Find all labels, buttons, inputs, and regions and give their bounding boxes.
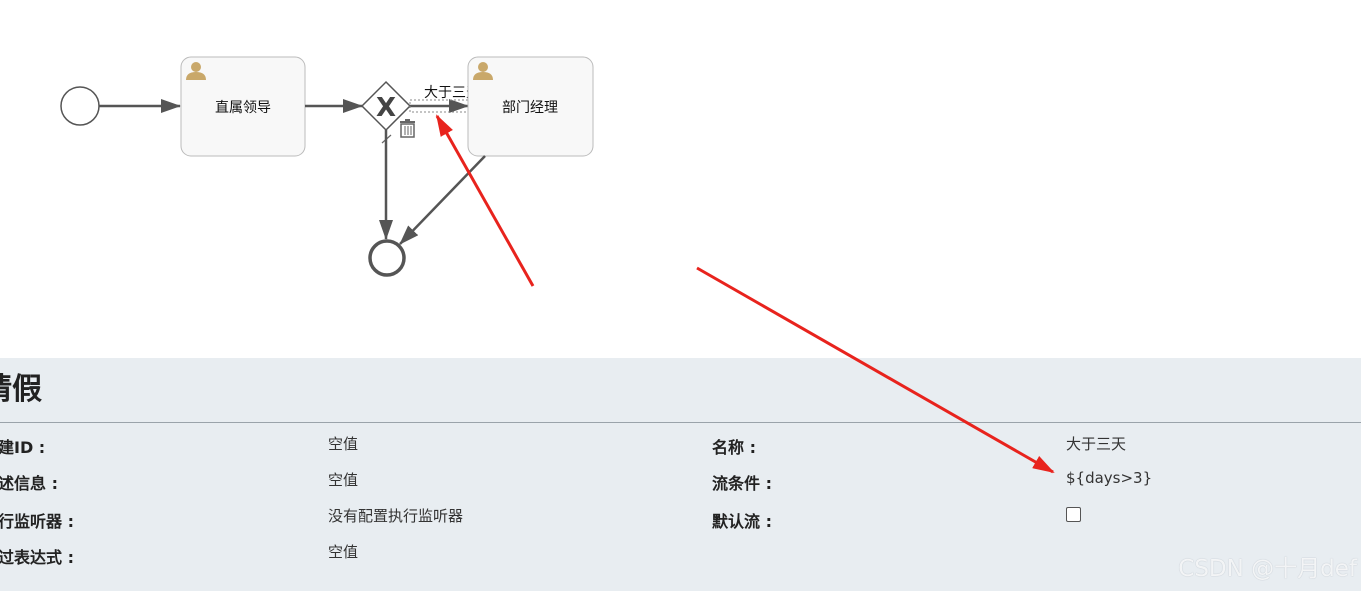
default-flow-label: 默认流 :: [712, 512, 772, 531]
watermark: CSDN @十月def: [1178, 556, 1357, 582]
condition-label: 流条件 :: [712, 474, 772, 493]
condition-value[interactable]: ${days>3}: [1066, 469, 1153, 487]
bpmn-diagram: 直属领导 X 大于三天: [60, 56, 594, 277]
user-icon: [473, 62, 493, 80]
name-label: 名称 :: [712, 438, 756, 457]
end-event[interactable]: [368, 239, 406, 277]
panel-title: 请假: [0, 372, 42, 407]
user-icon: [186, 62, 206, 80]
sequence-flow-task2-to-end[interactable]: [399, 155, 486, 245]
panel-divider: [0, 422, 1361, 423]
bpmn-canvas[interactable]: 直属领导 X 大于三天: [0, 0, 1361, 358]
flow-condition-label: 大于三天: [424, 85, 480, 101]
description-value[interactable]: 空值: [328, 471, 359, 489]
task2-label: 部门经理: [502, 100, 558, 116]
properties-panel: 请假 建ID : 空值 述信息 : 空值 行监听器 : 没有配置执行监听器 过表…: [0, 358, 1361, 591]
gateway-x-icon: X: [376, 93, 396, 123]
execution-listener-value[interactable]: 没有配置执行监听器: [328, 507, 464, 525]
id-label: 建ID :: [0, 438, 46, 457]
task1-label: 直属领导: [215, 99, 271, 116]
user-task-department-manager[interactable]: 部门经理: [467, 56, 594, 157]
default-flow-checkbox[interactable]: [1066, 507, 1081, 522]
description-label: 述信息 :: [0, 474, 58, 493]
skip-expression-value[interactable]: 空值: [328, 543, 359, 561]
skip-expression-label: 过表达式 :: [0, 548, 74, 567]
user-task-direct-leader[interactable]: 直属领导: [180, 56, 306, 157]
exclusive-gateway[interactable]: X: [360, 80, 412, 132]
id-value[interactable]: 空值: [328, 435, 359, 453]
start-event[interactable]: [60, 86, 100, 126]
name-value[interactable]: 大于三天: [1066, 435, 1127, 453]
trash-icon[interactable]: [400, 119, 415, 138]
execution-listener-label: 行监听器 :: [0, 512, 74, 531]
